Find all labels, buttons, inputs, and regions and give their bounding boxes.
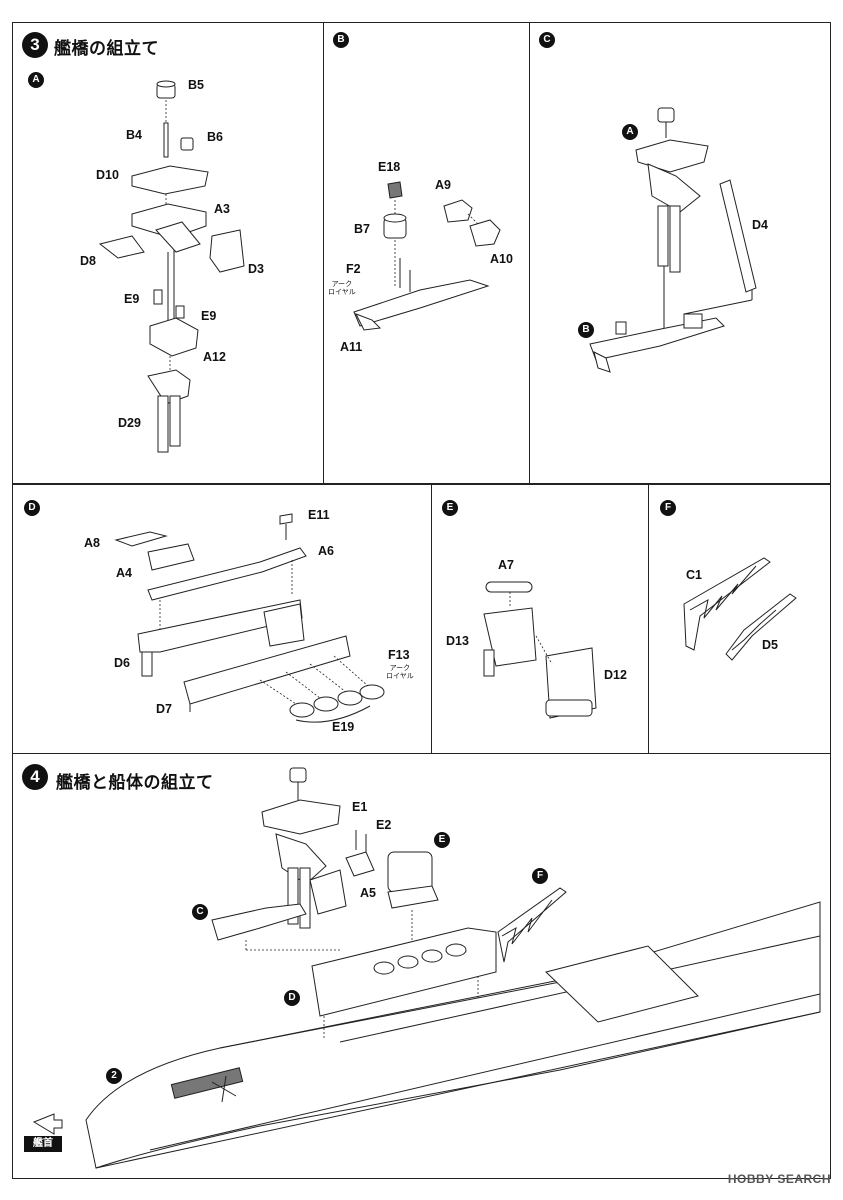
label-a6: A6 [318, 544, 334, 558]
step3-panel-b [323, 22, 530, 484]
label-f13: F13 [388, 648, 410, 662]
panel-a-badge: A [28, 72, 44, 88]
label-b4: B4 [126, 128, 142, 142]
label-d3: D3 [248, 262, 264, 276]
label-a9: A9 [435, 178, 451, 192]
step4-sub-badge-f: F [532, 868, 548, 884]
label-d8: D8 [80, 254, 96, 268]
label-b6: B6 [207, 130, 223, 144]
label-e2: E2 [376, 818, 392, 832]
label-e19: E19 [332, 720, 355, 734]
label-e9-left: E9 [124, 292, 140, 306]
label-e11: E11 [308, 508, 330, 522]
label-e9-right: E9 [201, 309, 217, 323]
label-a10: A10 [490, 252, 513, 266]
label-d29: D29 [118, 416, 141, 430]
step4-sub-badge-e: E [434, 832, 450, 848]
label-a12: A12 [203, 350, 226, 364]
note-ark-royal-b: アーク ロイヤル [328, 280, 356, 296]
panel-c-badge: C [539, 32, 555, 48]
label-d7: D7 [156, 702, 172, 716]
panel-d-badge: D [24, 500, 40, 516]
label-f2: F2 [346, 262, 361, 276]
label-b5: B5 [188, 78, 204, 92]
label-b7: B7 [354, 222, 370, 236]
panel-c-sub-badge-b: B [578, 322, 594, 338]
step4-number-badge: 4 [22, 764, 48, 790]
label-d5: D5 [762, 638, 778, 652]
step4-sub-badge-d: D [284, 990, 300, 1006]
label-a8: A8 [84, 536, 100, 550]
step4-sub-badge-2: 2 [106, 1068, 122, 1084]
label-d10: D10 [96, 168, 119, 182]
bow-tag: 艦首 [24, 1136, 62, 1152]
label-a5: A5 [360, 886, 376, 900]
label-c1: C1 [686, 568, 702, 582]
panel-c-sub-badge-a: A [622, 124, 638, 140]
label-d13: D13 [446, 634, 469, 648]
step4-title: 艦橋と船体の組立て [56, 773, 214, 793]
panel-b-badge: B [333, 32, 349, 48]
watermark: HOBBY SEARCH [727, 1172, 831, 1186]
step3-number-badge: 3 [22, 32, 48, 58]
label-a11: A11 [340, 340, 363, 354]
label-a3: A3 [214, 202, 230, 216]
label-d12: D12 [604, 668, 627, 682]
label-e18: E18 [378, 160, 401, 174]
panel-f-badge: F [660, 500, 676, 516]
step3-title: 艦橋の組立て [54, 39, 159, 59]
step3-panel-e [431, 484, 649, 754]
label-d4: D4 [752, 218, 768, 232]
note-ark-royal-d: アーク ロイヤル [386, 664, 414, 680]
label-a7: A7 [498, 558, 514, 572]
panel-e-badge: E [442, 500, 458, 516]
label-e1: E1 [352, 800, 368, 814]
step3-panel-f [648, 484, 831, 754]
label-a4: A4 [116, 566, 132, 580]
label-d6: D6 [114, 656, 130, 670]
step4-sub-badge-c: C [192, 904, 208, 920]
